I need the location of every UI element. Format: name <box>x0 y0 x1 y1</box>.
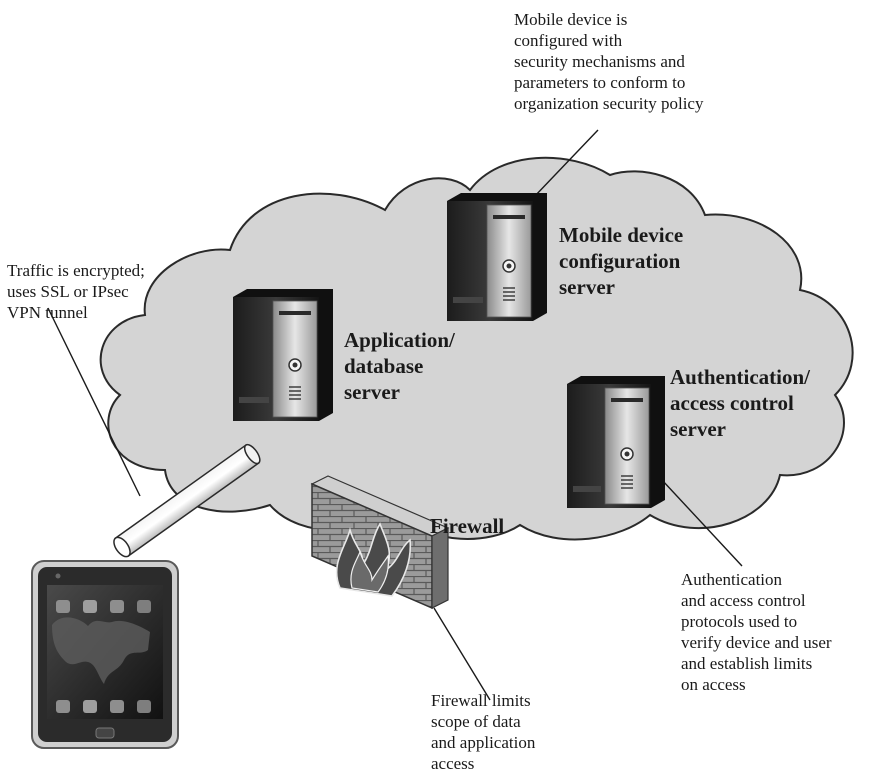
fire-flames-icon <box>335 522 412 597</box>
label-app-db-server: Application/ database server <box>344 328 455 404</box>
leader-line-firewall <box>433 607 491 701</box>
note-auth-protocols: Authentication and access control protoc… <box>681 570 832 694</box>
leader-line-auth <box>661 479 743 567</box>
tablet-device-icon <box>31 560 179 749</box>
label-mobile-config-server: Mobile device configuration server <box>559 223 684 299</box>
note-mobile-config: Mobile device is configured with securit… <box>514 10 704 113</box>
note-firewall-limits: Firewall limits scope of data and applic… <box>431 691 536 773</box>
leader-line-traffic <box>47 307 141 497</box>
mobile-config-server-icon <box>447 193 547 321</box>
label-firewall: Firewall <box>430 514 505 538</box>
auth-server-icon <box>567 376 665 508</box>
vpn-tunnel-pipe <box>113 443 261 558</box>
app-db-server-icon <box>233 289 333 421</box>
label-auth-server: Authentication/ access control server <box>670 365 811 441</box>
note-traffic-encrypted: Traffic is encrypted; uses SSL or IPsec … <box>7 261 145 322</box>
